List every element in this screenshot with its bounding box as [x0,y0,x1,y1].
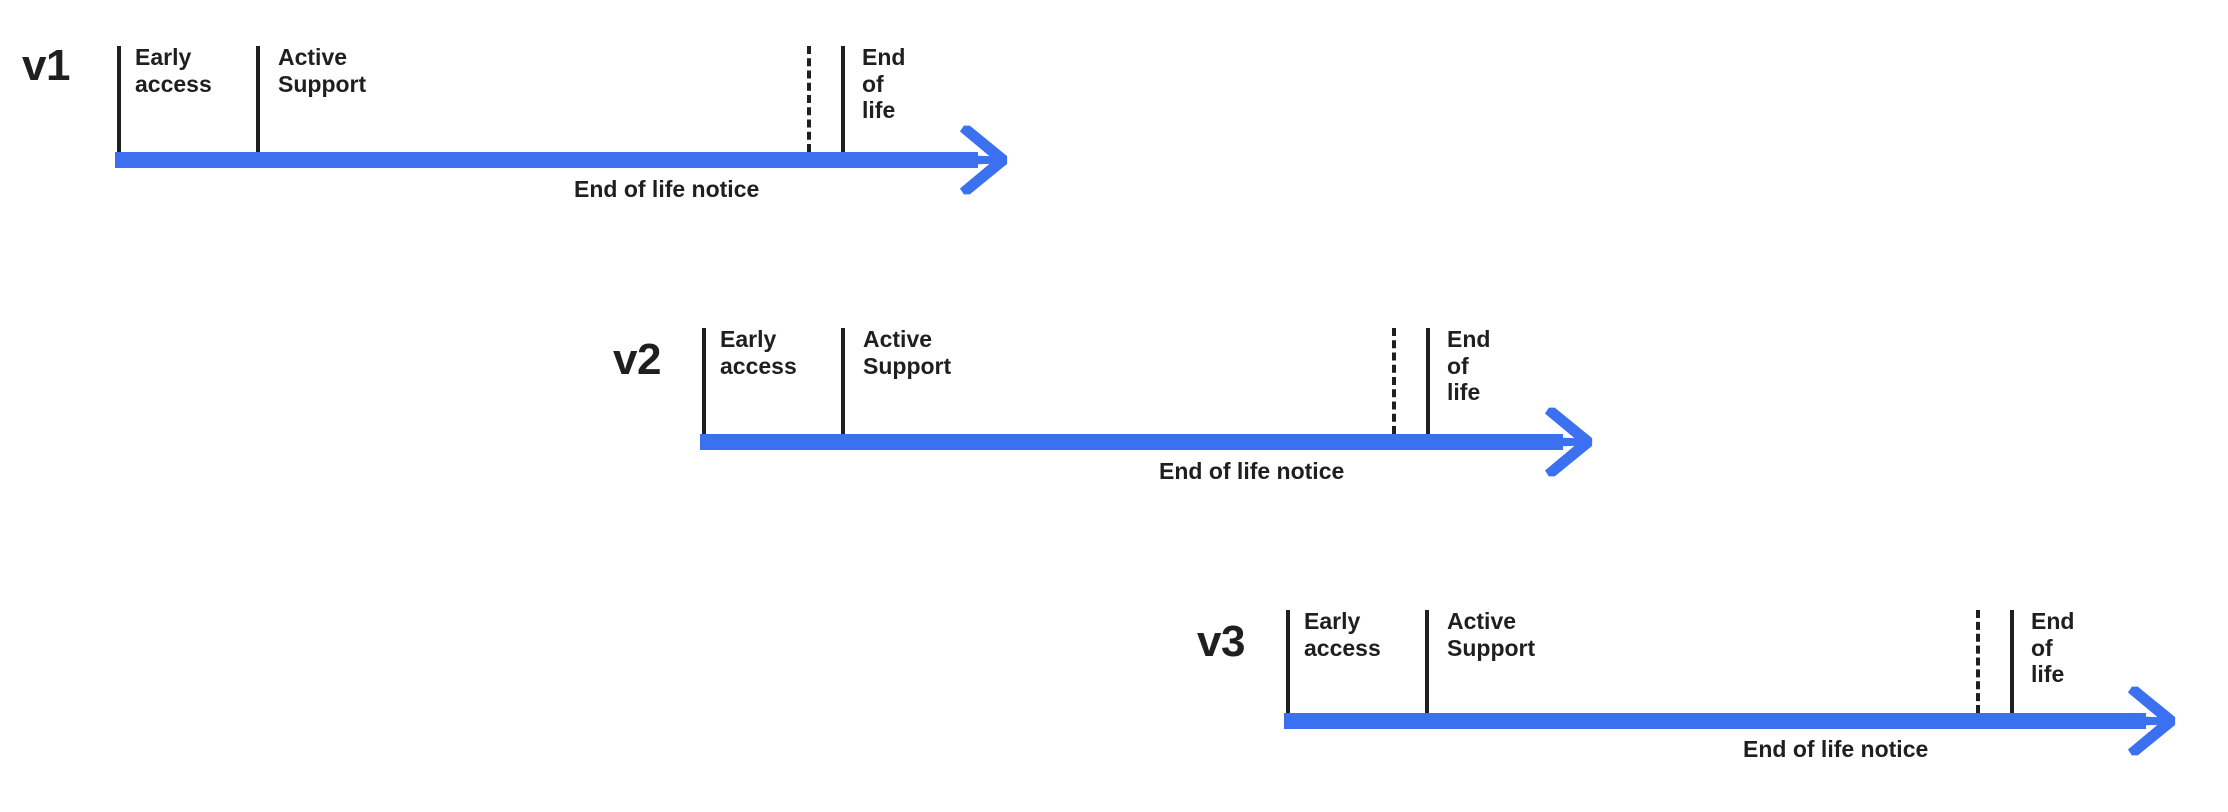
end-of-life-notice-dashed-marker [807,46,811,152]
phase-label-3: End of life [1447,326,1491,406]
timeline-arrow-shaft [115,152,978,168]
phase-divider-tick-3 [841,46,845,152]
version-label-v2: v2 [613,335,661,384]
phase-divider-tick-1 [117,46,121,152]
phase-label-3: End of life [862,44,906,124]
end-of-life-notice-label: End of life notice [574,176,760,202]
phase-label-1: Early access [1304,608,1381,661]
phase-divider-tick-3 [1426,328,1430,434]
phase-divider-tick-3 [2010,610,2014,713]
phase-divider-tick-2 [1425,610,1429,713]
phase-label-3: End of life [2031,608,2075,688]
phase-label-2: Active Support [863,326,952,379]
phase-divider-tick-1 [702,328,706,434]
version-label-v1: v1 [22,41,70,90]
phase-divider-tick-2 [256,46,260,152]
end-of-life-notice-label: End of life notice [1159,458,1345,484]
phase-divider-tick-1 [1286,610,1290,713]
end-of-life-notice-dashed-marker [1976,610,1980,713]
phase-label-1: Early access [720,326,797,379]
end-of-life-notice-dashed-marker [1392,328,1396,434]
timeline-arrow-shaft [700,434,1563,450]
version-label-v3: v3 [1197,617,1245,666]
phase-label-2: Active Support [278,44,367,97]
phase-label-1: Early access [135,44,212,97]
timeline-arrow-shaft [1284,713,2146,729]
phase-divider-tick-2 [841,328,845,434]
end-of-life-notice-label: End of life notice [1743,736,1929,762]
phase-label-2: Active Support [1447,608,1536,661]
